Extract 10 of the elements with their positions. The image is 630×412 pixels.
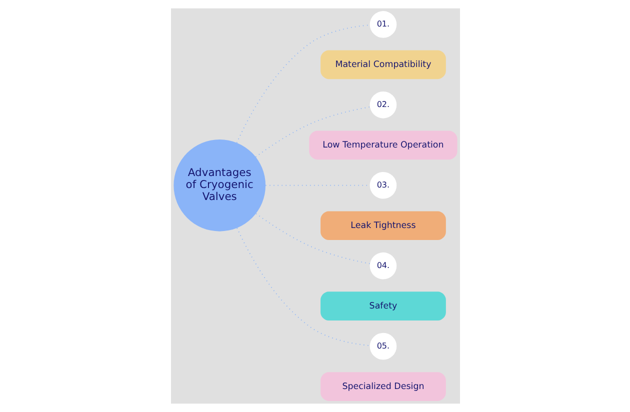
connector <box>254 106 370 158</box>
node-box: Specialized Design <box>320 372 446 401</box>
node-box: Material Compatibility <box>320 50 446 80</box>
node-box: Low Temperature Operation <box>308 130 457 160</box>
node-box: Leak Tightness <box>320 211 446 240</box>
connector <box>236 228 370 346</box>
node-circle: Advantages of Cryogenic Valves <box>173 139 266 232</box>
connector <box>236 24 370 143</box>
node-box: Safety <box>320 292 446 320</box>
connector <box>255 213 370 264</box>
